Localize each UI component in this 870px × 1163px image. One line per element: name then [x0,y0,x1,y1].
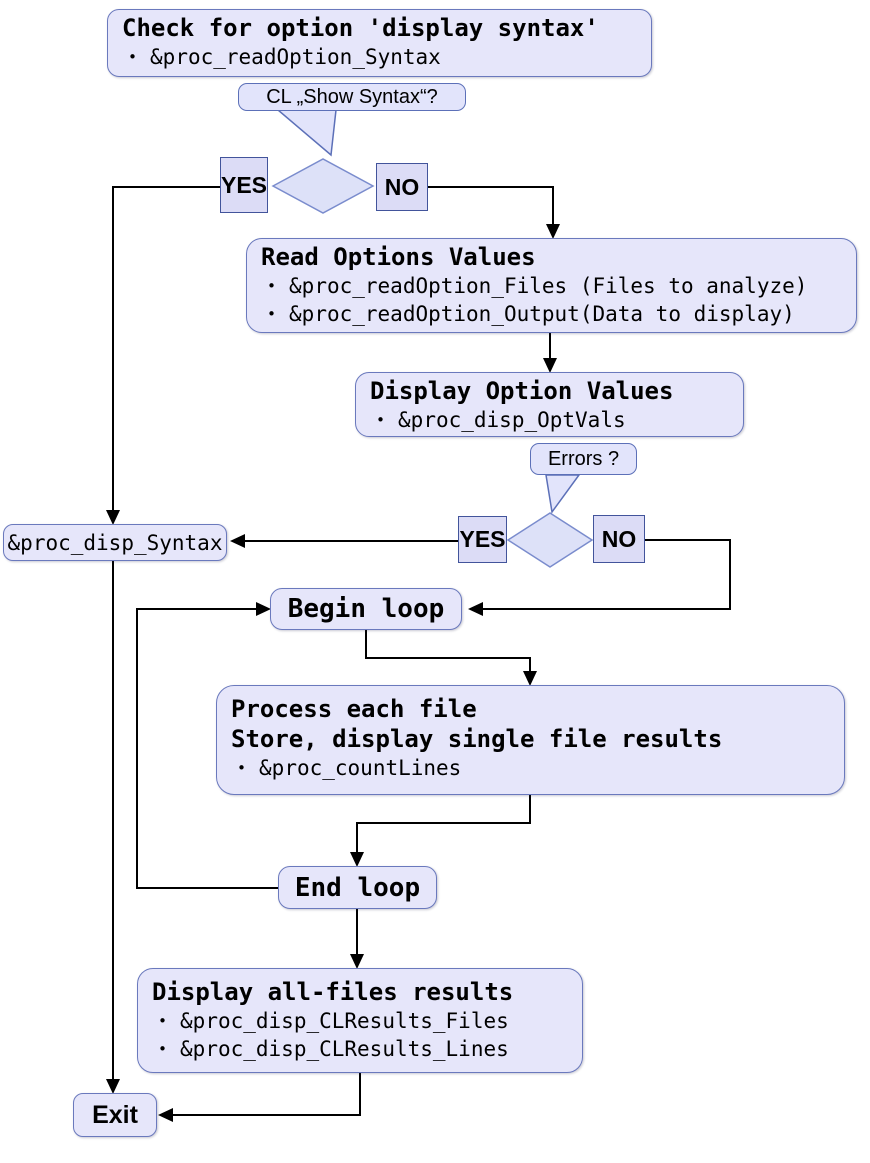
node-display-results-bullet-files: &proc_disp_CLResults_Files [152,1007,568,1035]
callout-show-syntax: CL „Show Syntax“? [238,83,466,111]
arrowhead-begin-loop-right [468,602,483,616]
decision2-yes-box: YES [458,516,507,563]
node-begin-loop: Begin loop [270,588,462,630]
decision2-diamond [506,512,594,568]
decision1-yes-label: YES [220,171,268,198]
node-begin-loop-title: Begin loop [287,594,445,624]
arrowhead-display-results-top [350,954,364,969]
node-check-syntax-title: Check for option 'display syntax' [122,14,599,42]
edge-display-results-to-exit [172,1073,361,1116]
edge-begin-loop-to-process [365,630,531,673]
decision2-yes-label: YES [459,526,506,552]
edge-process-to-end-loop [356,795,531,854]
arrowhead-exit-top [106,1079,120,1094]
arrowhead-disp-syntax-top [106,510,120,525]
node-process-file-title2: Store, display single file results [231,725,723,753]
node-display-options: Display Option Values &proc_disp_OptVals [355,372,744,437]
node-exit-title: Exit [92,1100,138,1129]
edge-yes1-to-disp-syntax [112,186,220,512]
node-disp-syntax: &proc_disp_Syntax [3,524,227,561]
node-read-options-bullet-files: &proc_readOption_Files (Files to analyze… [261,272,842,300]
node-process-file: Process each file Store, display single … [216,685,845,795]
node-display-results: Display all-files results &proc_disp_CLR… [137,968,583,1073]
node-display-options-bullet: &proc_disp_OptVals [370,406,729,434]
decision1-diamond [271,158,375,214]
arrowhead-display-options-top [543,358,557,373]
decision1-no-label: NO [384,173,420,200]
decision2-no-box: NO [593,515,645,563]
arrowhead-exit-right [158,1108,173,1122]
node-read-options: Read Options Values &proc_readOption_Fil… [246,238,857,333]
callout-errors-label: Errors ? [547,447,620,470]
node-end-loop-title: End loop [294,872,421,903]
node-display-results-title: Display all-files results [152,978,514,1006]
node-end-loop: End loop [278,866,437,909]
arrowhead-end-loop-top [350,852,364,867]
decision2-no-label: NO [601,525,637,552]
callout-show-syntax-tail [275,109,337,157]
node-process-file-title: Process each file [231,695,477,723]
node-read-options-title: Read Options Values [261,243,536,271]
callout-show-syntax-label: CL „Show Syntax“? [266,85,438,108]
arrowhead-read-options-top [546,224,560,239]
node-display-options-title: Display Option Values [370,377,674,405]
node-process-file-bullet: &proc_countLines [231,754,830,782]
node-display-results-bullet-lines: &proc_disp_CLResults_Lines [152,1035,568,1063]
arrowhead-process-top [523,671,537,686]
node-exit: Exit [73,1093,157,1137]
node-check-syntax-bullet: &proc_readOption_Syntax [122,43,637,71]
node-check-syntax: Check for option 'display syntax' &proc_… [107,9,652,77]
node-read-options-bullet-output: &proc_readOption_Output(Data to display) [261,300,842,328]
arrowhead-begin-loop-left [256,602,271,616]
callout-errors: Errors ? [530,443,637,475]
arrowhead-disp-syntax-right [230,534,245,548]
node-disp-syntax-title: &proc_disp_Syntax [7,530,223,555]
callout-errors-tail [545,474,581,514]
decision1-yes-box: YES [220,157,268,213]
edge-no1-to-read-options [427,186,554,226]
decision1-no-box: NO [376,163,428,211]
